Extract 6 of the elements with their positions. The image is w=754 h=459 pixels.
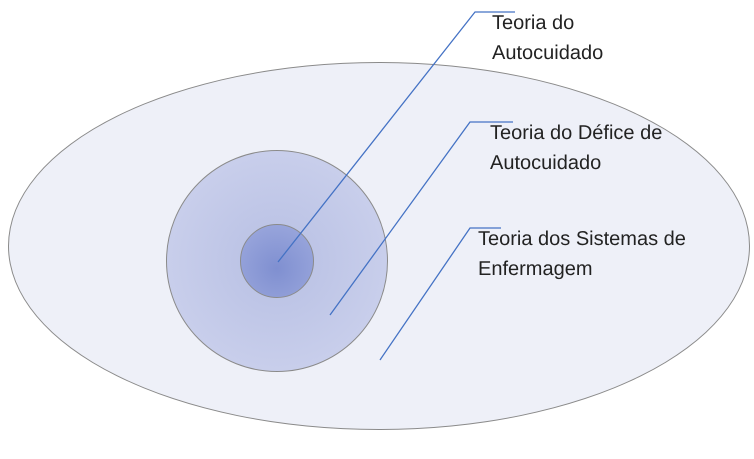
theory-label: Teoria do Défice de Autocuidado [490, 118, 730, 178]
leader-line [277, 11, 515, 262]
leader-line [379, 227, 501, 360]
theory-label: Teoria dos Sistemas de Enfermagem [478, 224, 753, 284]
theory-label: Teoria do Autocuidado [492, 8, 652, 68]
leader-line [329, 121, 513, 316]
